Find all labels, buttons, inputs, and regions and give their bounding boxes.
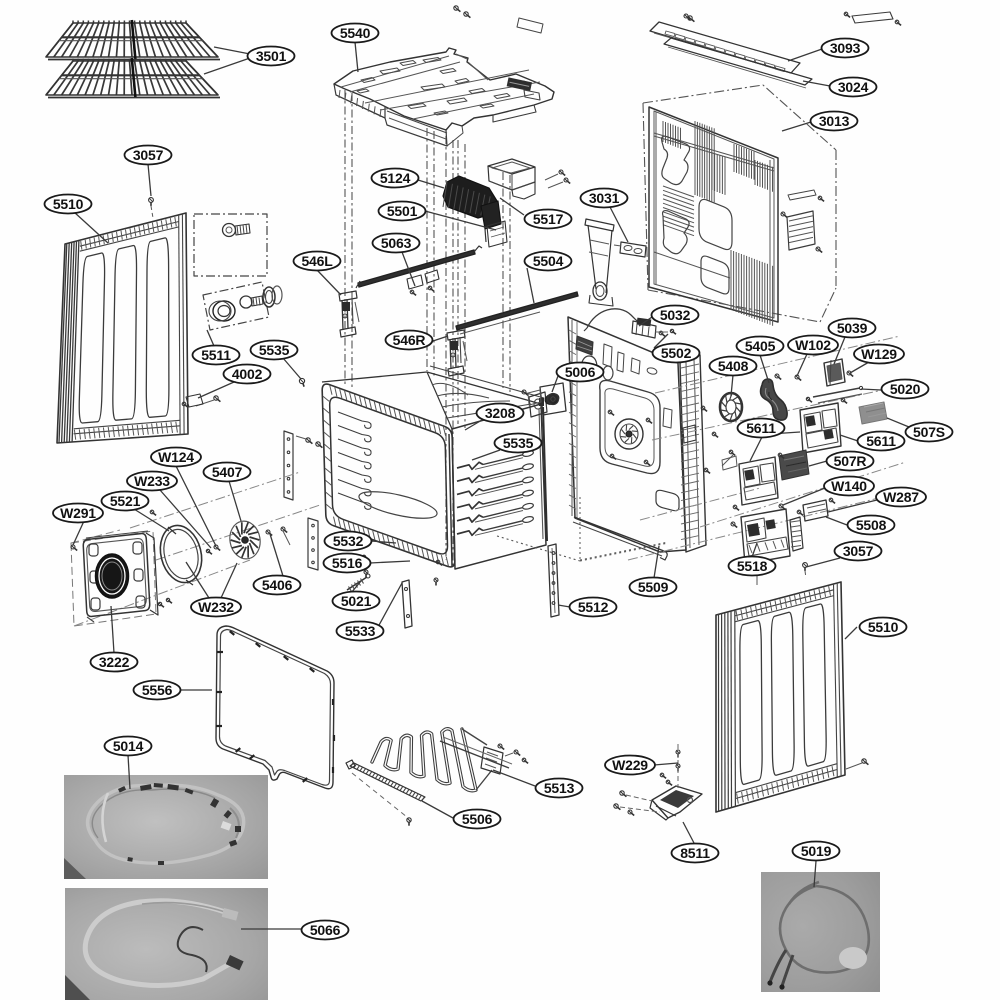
svg-text:5020: 5020 — [890, 381, 921, 397]
svg-text:5508: 5508 — [856, 517, 887, 533]
svg-text:5405: 5405 — [745, 338, 776, 354]
svg-text:507R: 507R — [834, 453, 867, 469]
svg-text:5521: 5521 — [110, 493, 141, 509]
svg-text:W291: W291 — [60, 505, 96, 521]
svg-text:5510: 5510 — [868, 619, 899, 635]
svg-text:3031: 3031 — [589, 190, 620, 206]
svg-text:5406: 5406 — [262, 577, 293, 593]
svg-text:W124: W124 — [158, 449, 194, 465]
svg-text:3208: 3208 — [485, 405, 516, 421]
svg-text:5518: 5518 — [737, 558, 768, 574]
svg-text:3013: 3013 — [819, 113, 850, 129]
svg-text:5611: 5611 — [866, 433, 896, 449]
svg-text:5516: 5516 — [332, 555, 363, 571]
svg-text:5407: 5407 — [212, 464, 243, 480]
svg-text:5509: 5509 — [638, 579, 669, 595]
svg-text:3093: 3093 — [830, 40, 861, 56]
svg-text:W229: W229 — [612, 757, 648, 773]
svg-text:5032: 5032 — [660, 307, 691, 323]
svg-text:5533: 5533 — [345, 623, 376, 639]
svg-text:5556: 5556 — [142, 682, 173, 698]
svg-text:5532: 5532 — [333, 533, 364, 549]
svg-text:5513: 5513 — [544, 780, 575, 796]
svg-text:546L: 546L — [301, 253, 333, 269]
svg-text:5512: 5512 — [578, 599, 609, 615]
svg-text:3057: 3057 — [133, 147, 164, 163]
svg-text:W102: W102 — [795, 337, 831, 353]
svg-text:8511: 8511 — [680, 845, 710, 861]
svg-text:5535: 5535 — [503, 435, 534, 451]
svg-text:5511: 5511 — [201, 347, 231, 363]
svg-text:5506: 5506 — [462, 811, 493, 827]
svg-text:5501: 5501 — [387, 203, 418, 219]
svg-text:W232: W232 — [198, 599, 234, 615]
svg-text:5039: 5039 — [837, 320, 868, 336]
svg-text:4002: 4002 — [232, 366, 263, 382]
svg-text:5502: 5502 — [661, 345, 692, 361]
svg-text:W140: W140 — [831, 478, 867, 494]
svg-text:5014: 5014 — [113, 738, 144, 754]
svg-text:5019: 5019 — [801, 843, 832, 859]
svg-text:5540: 5540 — [340, 25, 371, 41]
svg-text:5408: 5408 — [718, 358, 749, 374]
svg-text:5066: 5066 — [310, 922, 341, 938]
svg-text:W287: W287 — [883, 489, 919, 505]
svg-text:5611: 5611 — [746, 420, 776, 436]
svg-text:3024: 3024 — [838, 79, 869, 95]
svg-text:3222: 3222 — [99, 654, 130, 670]
svg-text:5124: 5124 — [380, 170, 411, 186]
svg-text:5063: 5063 — [381, 235, 412, 251]
svg-text:5535: 5535 — [259, 342, 290, 358]
svg-text:5517: 5517 — [533, 211, 564, 227]
svg-text:5006: 5006 — [565, 364, 596, 380]
svg-text:W233: W233 — [134, 473, 170, 489]
svg-text:3057: 3057 — [843, 543, 874, 559]
svg-text:5510: 5510 — [53, 196, 84, 212]
svg-text:5021: 5021 — [341, 593, 372, 609]
svg-text:W129: W129 — [861, 346, 897, 362]
svg-text:507S: 507S — [913, 424, 945, 440]
svg-text:546R: 546R — [393, 332, 426, 348]
svg-text:3501: 3501 — [256, 48, 287, 64]
svg-text:5504: 5504 — [533, 253, 564, 269]
